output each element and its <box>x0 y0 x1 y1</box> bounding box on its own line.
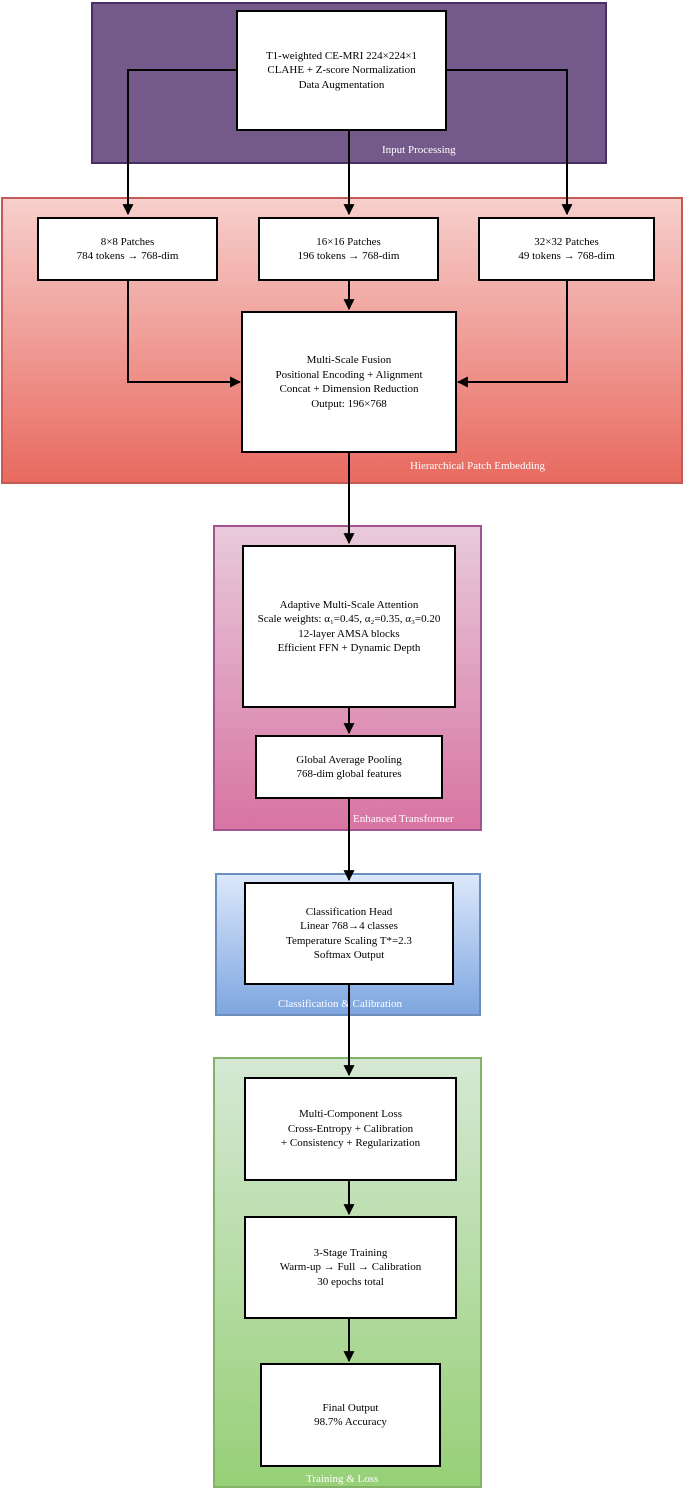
node-text-line: 16×16 Patches <box>316 235 381 248</box>
node-text-line: Output: 196×768 <box>311 397 387 410</box>
edge-input-to-patch8 <box>122 69 236 216</box>
node-text-line: Multi-Component Loss <box>299 1108 402 1121</box>
node-text-line: 8×8 Patches <box>100 235 155 248</box>
edge-input-to-patch32 <box>447 69 573 216</box>
node-multi-scale-fusion: Multi-Scale Fusion Positional Encoding +… <box>241 311 457 453</box>
node-text-line: 3-Stage Training <box>313 1246 388 1259</box>
node-text-line: Data Augmentation <box>298 78 385 91</box>
edge-patch8-to-fusion <box>127 281 242 388</box>
node-text-line: 98.7% Accuracy <box>314 1416 387 1428</box>
node-text-line: Warm-up → Full → Calibration <box>279 1261 422 1274</box>
node-text-line: Final Output <box>322 1401 379 1414</box>
node-text-line: Efficient FFN + Dynamic Depth <box>277 642 421 654</box>
node-text-line: 784 tokens → 768-dim <box>76 250 179 262</box>
node-text-line: Adaptive Multi-Scale Attention <box>279 598 419 611</box>
node-text-line: Scale weights: α₁=0.45, α₂=0.35, α₃=0.20 <box>257 613 441 625</box>
node-text-line: CLAHE + Z-score Normalization <box>267 64 416 77</box>
node-text-line: Classification Head <box>305 905 393 918</box>
node-text-line: Temperature Scaling T*=2.3 <box>286 934 412 947</box>
node-classification-head: Classification Head Linear 768→4 classes… <box>244 882 454 985</box>
node-input: T1-weighted CE-MRI 224×224×1 CLAHE + Z-s… <box>236 10 447 131</box>
node-text-line: Positional Encoding + Alignment <box>275 368 423 381</box>
node-text-line: T1-weighted CE-MRI 224×224×1 <box>265 49 418 62</box>
group-label-training: Training & Loss <box>306 1473 379 1485</box>
node-adaptive-attention: Adaptive Multi-Scale Attention Scale wei… <box>242 545 456 708</box>
node-text-line: 12-layer AMSA blocks <box>298 627 400 640</box>
node-text-line: + Consistency + Regularization <box>280 1137 421 1150</box>
node-text-line: Cross-Entropy + Calibration <box>287 1122 414 1135</box>
node-text-line: 196 tokens → 768-dim <box>297 250 400 262</box>
edge-patch32-to-fusion <box>456 281 568 388</box>
node-three-stage-training: 3-Stage Training Warm-up → Full → Calibr… <box>244 1216 457 1319</box>
group-label-input: Input Processing <box>382 144 456 156</box>
node-final-output: Final Output 98.7% Accuracy <box>260 1363 441 1467</box>
group-label-patch: Hierarchical Patch Embedding <box>410 460 546 472</box>
node-text-line: Softmax Output <box>313 949 385 961</box>
node-text-line: 30 epochs total <box>317 1275 384 1288</box>
node-text-line: Global Average Pooling <box>296 753 402 766</box>
node-patch-16x16: 16×16 Patches 196 tokens → 768-dim <box>258 217 439 281</box>
node-text-line: Multi-Scale Fusion <box>306 354 392 366</box>
node-patch-8x8: 8×8 Patches 784 tokens → 768-dim <box>37 217 218 281</box>
node-text-line: 49 tokens → 768-dim <box>518 250 615 262</box>
group-label-transformer: Enhanced Transformer <box>353 813 454 825</box>
node-global-pooling: Global Average Pooling 768-dim global fe… <box>255 735 443 799</box>
node-multi-component-loss: Multi-Component Loss Cross-Entropy + Cal… <box>244 1077 457 1181</box>
node-text-line: 32×32 Patches <box>534 235 599 248</box>
group-label-classification: Classification & Calibration <box>278 998 403 1010</box>
node-patch-32x32: 32×32 Patches 49 tokens → 768-dim <box>478 217 655 281</box>
node-text-line: Linear 768→4 classes <box>300 920 398 932</box>
node-text-line: Concat + Dimension Reduction <box>279 383 419 395</box>
node-text-line: 768-dim global features <box>296 768 402 780</box>
